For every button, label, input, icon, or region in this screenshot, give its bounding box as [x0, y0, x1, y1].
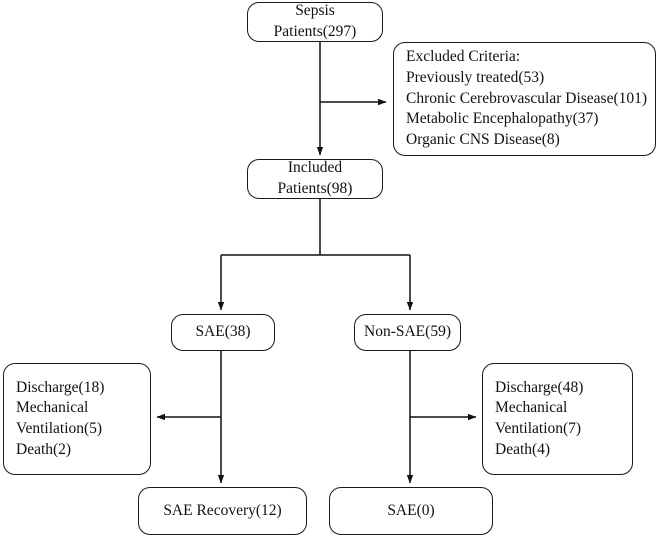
- outcome-line: Discharge(48): [495, 378, 584, 396]
- outcome-line: Death(4): [495, 440, 551, 458]
- node-sepsis-patients: Sepsis Patients(297): [247, 2, 383, 42]
- excluded-item: Previously treated(53): [406, 69, 545, 87]
- outcome-line: Mechanical: [16, 399, 89, 417]
- node-line: Non-SAE(59): [364, 323, 451, 341]
- outcome-line: Mechanical: [495, 399, 568, 417]
- node-line: Sepsis: [295, 2, 335, 20]
- node-sae-outcomes: Discharge(18) Mechanical Ventilation(5) …: [3, 363, 151, 475]
- node-non-sae-group: Non-SAE(59): [354, 314, 461, 351]
- outcome-line: Ventilation(7): [495, 420, 582, 437]
- node-sae-zero: SAE(0): [329, 487, 493, 535]
- node-line: SAE(38): [195, 323, 251, 341]
- node-sae-group: SAE(38): [171, 314, 275, 351]
- node-line: SAE Recovery(12): [163, 501, 282, 519]
- node-included-patients: Included Patients(98): [247, 159, 383, 199]
- node-non-sae-outcomes: Discharge(48) Mechanical Ventilation(7) …: [482, 363, 633, 475]
- node-line: Included: [287, 159, 343, 177]
- node-sae-recovery: SAE Recovery(12): [138, 487, 307, 535]
- excluded-header: Excluded Criteria:: [406, 48, 521, 66]
- node-line: Patients(297): [273, 23, 357, 40]
- node-excluded-criteria: Excluded Criteria: Previously treated(53…: [393, 42, 656, 156]
- node-line: Patients(98): [277, 180, 353, 197]
- excluded-item: Metabolic Encephalopathy(37): [406, 110, 599, 128]
- excluded-item: Organic CNS Disease(8): [406, 130, 560, 148]
- excluded-item: Chronic Cerebrovascular Disease(101): [406, 89, 648, 107]
- node-line: SAE(0): [387, 501, 435, 519]
- outcome-line: Discharge(18): [16, 378, 105, 396]
- outcome-line: Ventilation(5): [16, 420, 103, 437]
- outcome-line: Death(2): [16, 440, 72, 458]
